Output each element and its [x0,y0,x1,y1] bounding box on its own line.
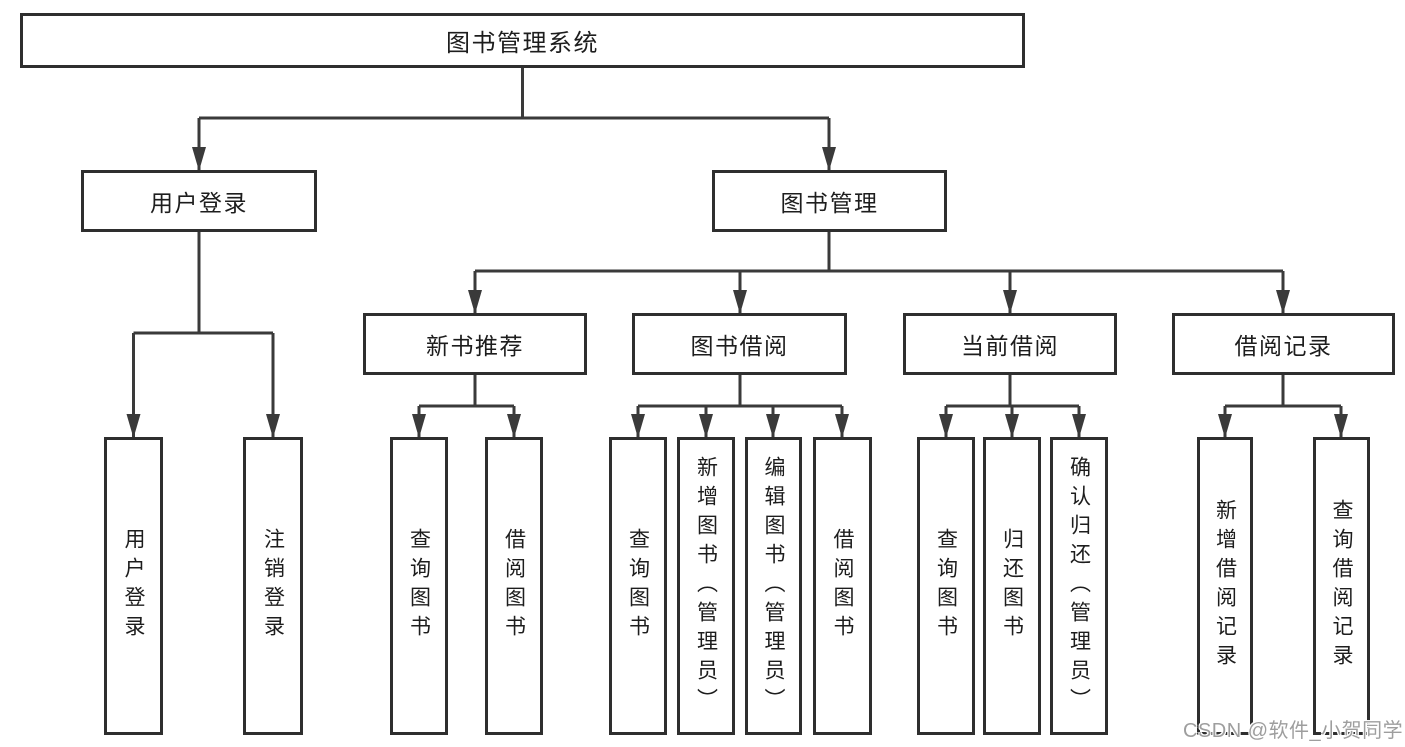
leaf-logout: 注销登录 [243,437,303,735]
node-current-borrow-label: 当前借阅 [961,333,1059,359]
leaf-confirm-return-admin-label: 确认归还（管理员） [1067,455,1091,717]
leaf-user-login-label: 用户登录 [122,528,145,644]
leaf-edit-book-admin-label: 编辑图书（管理员） [762,455,785,717]
connector-root-to-level2 [192,68,836,171]
leaf-query-book-borrow: 查询图书 [609,437,667,735]
leaf-query-borrow-record-label: 查询借阅记录 [1330,499,1353,673]
leaf-borrow-book-recommend: 借阅图书 [485,437,543,735]
node-new-book-recommend-label: 新书推荐 [426,333,524,359]
leaf-edit-book-admin: 编辑图书（管理员） [745,437,802,735]
leaf-add-borrow-record-label: 新增借阅记录 [1213,499,1237,673]
leaf-return-book-label: 归还图书 [1000,528,1024,644]
node-current-borrow: 当前借阅 [903,313,1117,375]
node-book-borrow: 图书借阅 [632,313,847,375]
node-book-management-label: 图书管理 [780,190,879,216]
node-book-management: 图书管理 [712,170,947,232]
leaf-borrow-book-recommend-label: 借阅图书 [502,528,526,644]
leaf-confirm-return-admin: 确认归还（管理员） [1050,437,1108,735]
leaf-query-book-recommend: 查询图书 [390,437,448,735]
leaf-query-book-current: 查询图书 [917,437,975,735]
connector-book-management-modules [468,232,1290,314]
node-user-login-label: 用户登录 [150,190,248,216]
node-borrow-record: 借阅记录 [1172,313,1395,375]
leaf-logout-label: 注销登录 [261,528,285,644]
connector-user-login-children [126,232,280,438]
connector-new-book-recommend-children [412,375,521,438]
leaf-query-book-recommend-label: 查询图书 [407,528,431,644]
leaf-add-borrow-record: 新增借阅记录 [1197,437,1253,735]
connector-current-borrow-children [939,375,1086,438]
leaf-borrow-book: 借阅图书 [813,437,872,735]
connector-borrow-record-children [1218,375,1348,438]
leaf-add-book-admin: 新增图书（管理员） [677,437,735,735]
node-root-system: 图书管理系统 [20,13,1025,68]
leaf-query-borrow-record: 查询借阅记录 [1313,437,1370,735]
node-root-system-label: 图书管理系统 [446,30,599,57]
node-borrow-record-label: 借阅记录 [1234,333,1333,359]
csdn-watermark: CSDN @软件_小贺同学 [1183,720,1404,742]
leaf-query-book-current-label: 查询图书 [934,528,958,644]
connector-book-borrow-children [631,375,849,438]
leaf-query-book-borrow-label: 查询图书 [626,528,650,644]
node-book-borrow-label: 图书借阅 [690,333,789,359]
leaf-return-book: 归还图书 [983,437,1041,735]
node-new-book-recommend: 新书推荐 [363,313,587,375]
leaf-user-login: 用户登录 [104,437,163,735]
leaf-borrow-book-label: 借阅图书 [831,528,854,644]
node-user-login: 用户登录 [81,170,317,232]
leaf-add-book-admin-label: 新增图书（管理员） [694,455,718,717]
